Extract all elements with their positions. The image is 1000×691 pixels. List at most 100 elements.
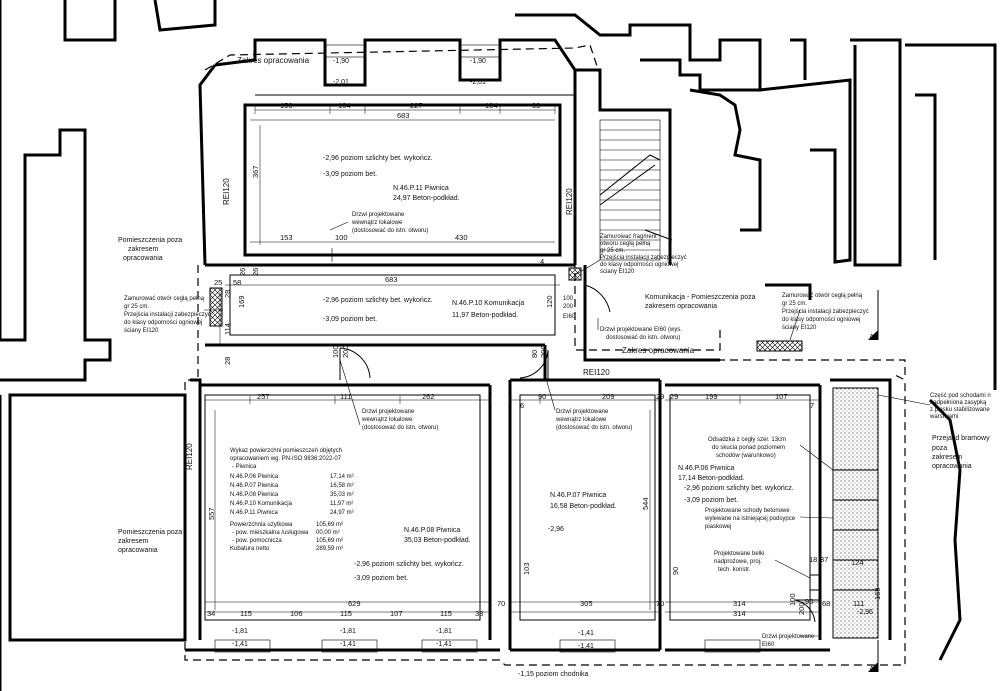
summary-row-name: N.46.P.10 Komunikacja (230, 501, 293, 507)
dim-26a: 26 (238, 268, 247, 276)
dim-107: 107 (775, 392, 788, 401)
note-under-stairs-2: nadpełniona zasypką (930, 400, 987, 406)
note-odsadzka-1: Odsadzka z cegły szer. 13cm (708, 437, 786, 443)
room-p07-name: N.46.P.07 Piwnica (550, 492, 606, 499)
dim-100c: 100 (788, 593, 797, 606)
dim-4: 4 (540, 257, 544, 266)
note-brick-left-5: ściany EI120 (124, 328, 159, 334)
note-under-stairs-4: warstwami (929, 414, 958, 420)
label-rei-mid: REI120 (565, 188, 574, 215)
dim-200: 200 (341, 345, 350, 358)
stair-shaft (599, 119, 673, 261)
level-201-b: -2,01 (470, 79, 486, 86)
section-marker-top (868, 290, 879, 340)
masonry-infill-frag (568, 267, 582, 281)
level-190-b: -1,90 (470, 58, 486, 65)
dim-90b: 90 (671, 567, 680, 575)
note-door-p11-2: wewnątrz lokalowe (351, 220, 403, 226)
masonry-infill-left (209, 287, 223, 327)
summary-row-value: 16,58 m² (330, 483, 354, 489)
note-brick-right-1: Zamurować otwór cegłą pełną (782, 293, 863, 299)
summary-usable-label: Powierzchnia użytkowa (230, 522, 293, 528)
level-141-c: -1,41 (436, 641, 452, 648)
dim-104a: 104 (338, 101, 351, 110)
dimension-lines (205, 106, 820, 613)
scope-walls (185, 38, 892, 652)
room-p06-area: 17,14 Beton-podkład. (678, 475, 745, 482)
note-brick-right-2: gr 25 cm. (782, 301, 807, 307)
summary-title-1: Wykaz powierzchni pomieszczeń objętych (230, 448, 342, 454)
note-door-p08-2: wewnątrz lokalowe (361, 417, 413, 423)
note-brick-right-5: ściany EI120 (782, 325, 817, 331)
label-out-of-scope-left-2: zakresem (128, 246, 159, 253)
dim-34: 34 (207, 609, 215, 618)
dim-80a: 80 (530, 350, 539, 358)
dim-124: 124 (851, 558, 864, 567)
dim-257: 257 (257, 392, 270, 401)
note-brick-frag-3: gr 25 cm. (600, 248, 625, 254)
note-door-p07-3: (dostosować do istn. otworu) (556, 425, 632, 431)
dim-683a: 683 (397, 111, 410, 120)
window-openings (214, 44, 761, 653)
dim-6: 6 (520, 401, 524, 410)
note-lintel-2: nadprożowe, proj. (714, 559, 762, 565)
dim-156: 156 (280, 101, 293, 110)
label-komunikacja-2: zakresem opracowania (645, 303, 717, 310)
dim-111b: 111 (853, 599, 864, 608)
dim-629: 629 (348, 599, 361, 608)
dim-209: 209 (602, 392, 615, 401)
level-p10-concrete: -3,09 poziom bet. (323, 316, 377, 323)
dim-70b: 70 (656, 599, 664, 608)
note-door-p07-1: Drzwi projektowane (556, 409, 609, 415)
level-p11-concrete: -3,09 poziom bet. (323, 171, 377, 178)
dim-227: 227 (410, 101, 423, 110)
dim-120: 120 (545, 295, 554, 308)
label-przejazd-2: poza (932, 445, 947, 452)
level-181-a: -1,81 (232, 628, 248, 635)
room-p07-area: 16,58 Beton-podkład. (550, 503, 617, 510)
level-141-e: -1,41 (578, 643, 594, 650)
note-under-stairs-1: Część pod schodami n (930, 393, 991, 399)
note-door-p08-1: Drzwi projektowane (362, 409, 415, 415)
dim-305: 305 (580, 599, 593, 608)
dim-557: 557 (207, 507, 216, 520)
level-p08-concrete: -3,09 poziom bet. (354, 575, 408, 582)
dim-169b: 169 (873, 587, 882, 600)
room-p11-name: N.46.P.11 Piwnica (393, 185, 449, 192)
summary-row-name: N.46.P.06 Piwnica (230, 474, 279, 480)
section-marker-bottom (868, 640, 879, 672)
note-odsadzka-3: schodów (warunkowo) (716, 453, 776, 459)
dimension-texts: 156 104 227 104 93 683 367 153 100 430 2… (207, 101, 882, 618)
label-rei-left-bottom: REI120 (185, 443, 194, 470)
room-p06-name: N.46.P.06 Piwnica (678, 465, 734, 472)
label-przejazd-3: zakresem (932, 454, 963, 461)
summary-row-name: N.46.P.08 Piwnica (230, 492, 279, 498)
dim-200d: 200 (797, 602, 806, 615)
room-p10-area: 11,97 Beton-podkład. (452, 312, 518, 319)
note-brick-right-4: do klasy odporności ogniowej (782, 317, 860, 323)
summary-row-name: N.46.P.07 Piwnica (230, 483, 279, 489)
note-door-p08-3: (dostosować do istn. otworu) (362, 425, 438, 431)
dim-153: 153 (280, 233, 293, 242)
dim-68: 68 (822, 599, 830, 608)
note-ei60-door-1: Drzwi projektowane EI60 (wys. (600, 327, 682, 333)
label-rei-center-right: REI120 (583, 368, 610, 377)
dim-107b: 107 (390, 609, 403, 618)
note-brick-left-1: Zamurować otwór cegłą pełną (124, 296, 205, 302)
summary-row-value: 24,97 m² (330, 510, 354, 516)
dim-70a: 70 (497, 599, 505, 608)
summary-row-name: N.46.P.11 Piwnica (230, 510, 278, 516)
dim-367: 367 (251, 165, 260, 178)
dim-26b: 26 (251, 268, 260, 276)
level-p08-screed: -2,96 poziom szlichty bet. wykończ. (354, 561, 464, 568)
note-door-p11-3: (dostosować do istn. otworu) (352, 228, 428, 234)
summary-title-2: opracowaniem wg. PN-ISO 9836:2022-07 (230, 456, 342, 462)
label-out-of-scope-left-3: opracowania (123, 255, 163, 262)
level-p06-screed: -2,96 poziom szlichty bet. wykończ. (684, 485, 794, 492)
note-brick-frag-5: do klasy odporności ogniowej (600, 262, 678, 268)
dim-100b: 100 (331, 345, 340, 358)
section-label-a-bottom: A (869, 665, 875, 674)
summary-title-3: - Piwnica (232, 464, 257, 470)
dim-90c: 90 (805, 597, 813, 606)
dim-114: 114 (223, 323, 232, 335)
